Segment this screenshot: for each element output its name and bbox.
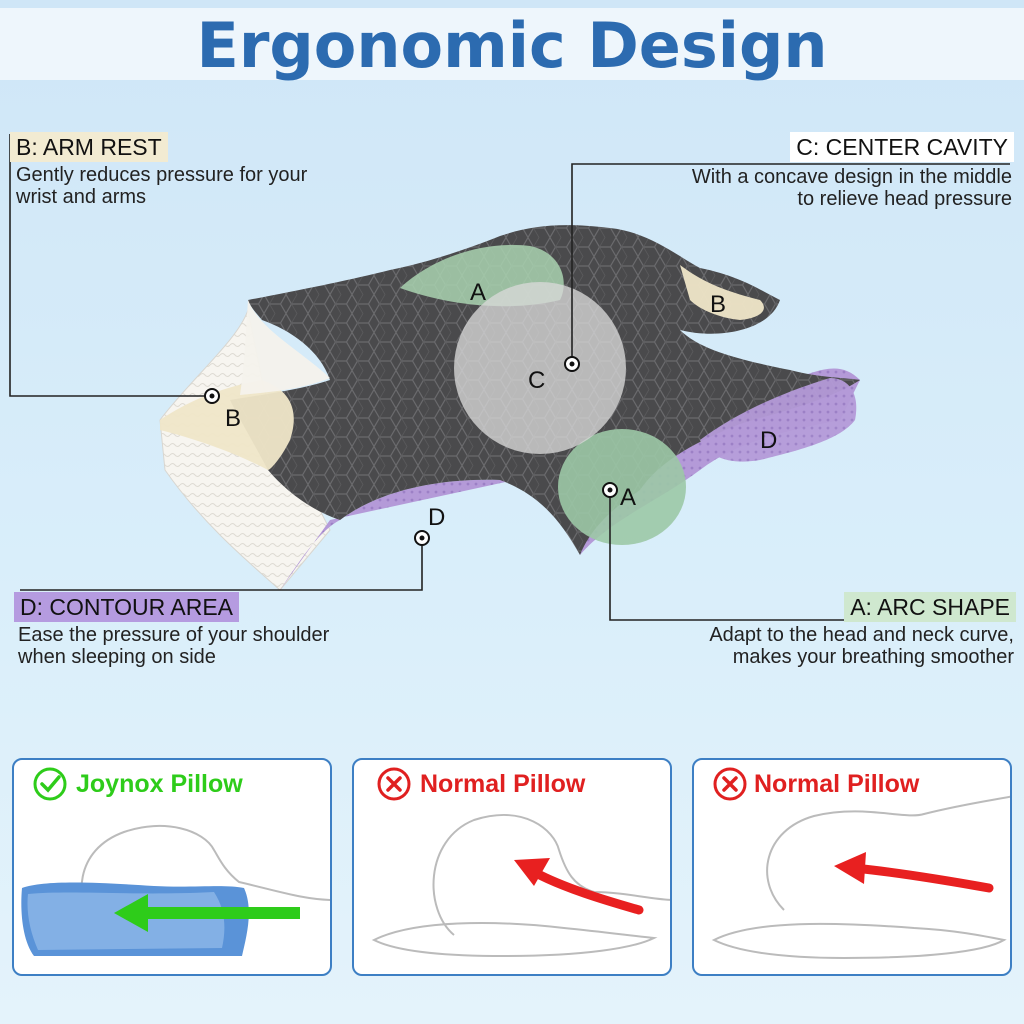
marker-b-right: B [710,291,726,318]
center-cavity-description: With a concave design in the middle to r… [691,166,1012,210]
contour-area-description: Ease the pressure of your shoulder when … [18,624,330,668]
contour-area-heading: D: CONTOUR AREA [14,592,239,622]
x-circle-icon [713,767,747,801]
marker-a-bottom: A [620,484,636,511]
panel-title-bad-1: Normal Pillow [420,770,586,798]
callout-line-c [571,163,1010,364]
marker-b-left: B [225,405,241,432]
marker-d-left: D [428,504,445,531]
normal-pillow-illustration-1 [371,814,670,958]
zone-a-bottom [558,429,686,545]
normal-pillow-illustration-2 [711,795,1010,960]
arc-shape-description: Adapt to the head and neck curve, makes … [709,624,1014,668]
zone-white-left [240,300,330,395]
marker-d-right: D [760,427,777,454]
title-band: Ergonomic Design [0,8,1024,82]
arc-shape-heading: A: ARC SHAPE [844,592,1016,622]
check-circle-icon [33,767,67,801]
good-pillow-illustration [21,824,330,956]
callout-line-b [9,134,212,397]
zone-b-left [160,380,294,470]
arm-rest-description: Gently reduces pressure for your wrist a… [16,164,308,208]
comparison-panel-bad-2: Normal Pillow [692,758,1012,976]
zone-d-right [700,378,857,462]
marker-c-center: C [528,367,545,394]
zone-c-center [454,282,626,454]
zone-b-right [680,265,764,320]
panel-title-bad-2: Normal Pillow [754,770,920,798]
x-circle-icon [377,767,411,801]
center-cavity-heading: C: CENTER CAVITY [790,132,1014,162]
callout-line-d [20,540,423,591]
comparison-panel-bad-1: Normal Pillow [352,758,672,976]
comparison-panel-good: Joynox Pillow [12,758,332,976]
callout-dots [204,356,618,546]
page-title: Ergonomic Design [196,9,828,82]
panel-title-good: Joynox Pillow [76,770,243,798]
marker-a-top: A [470,279,486,306]
arm-rest-heading: B: ARM REST [10,132,168,162]
